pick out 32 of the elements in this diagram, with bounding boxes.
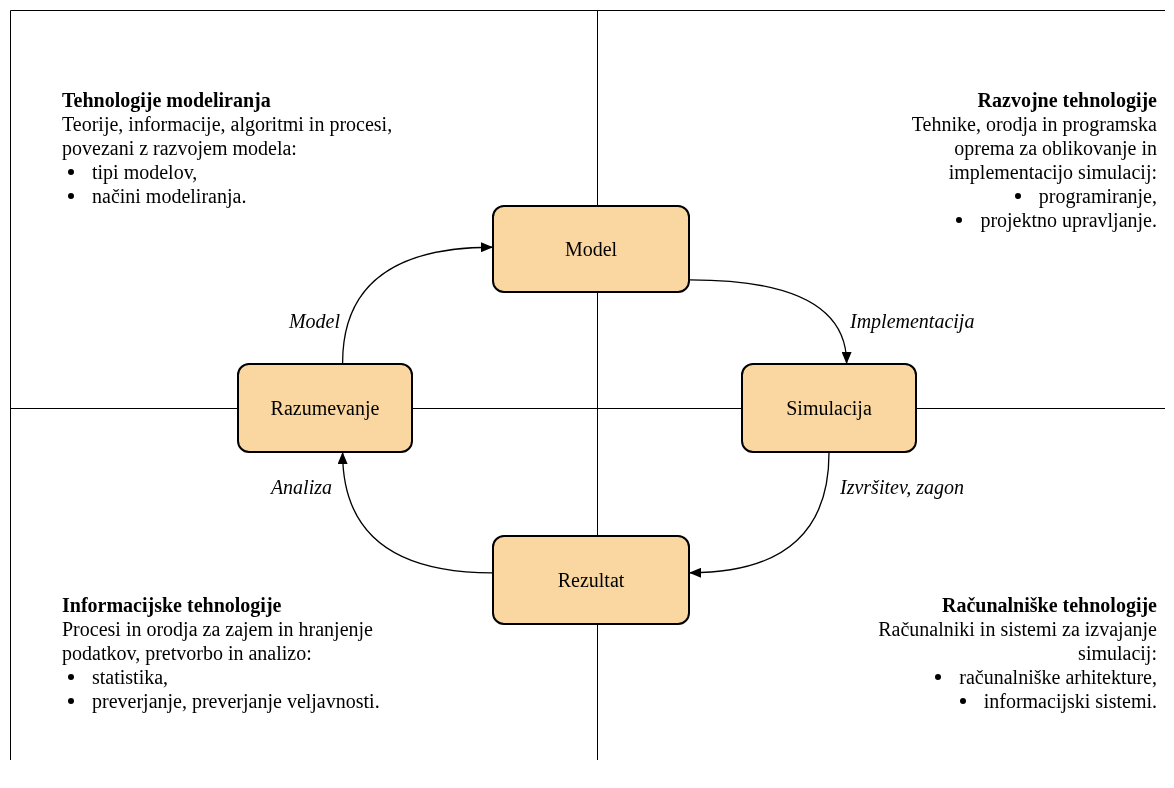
arrow bbox=[341, 242, 493, 364]
arrow bbox=[689, 279, 851, 364]
bullet-item: načini modeliranja. bbox=[92, 184, 247, 208]
process-box bbox=[237, 363, 413, 453]
section-heading: Informacijske tehnologije bbox=[62, 593, 283, 617]
description-text: Procesi in orodja za zajem in hranjenje podatkov, pretvorbo in analizo: bbox=[62, 617, 374, 665]
node-label: Rezultat bbox=[557, 568, 625, 592]
process-box bbox=[492, 205, 690, 293]
bullet-item: tipi modelov, bbox=[92, 160, 198, 184]
arrow bbox=[338, 452, 493, 574]
bullet-item: preverjanje, preverjanje veljavnosti. bbox=[92, 689, 380, 713]
description-text: Teorije, informacije, algoritmi in procesi, povezani z razvojem modela: bbox=[62, 112, 394, 160]
description-text: Računalniki in sistemi za izvajanje simulacij: bbox=[877, 617, 1157, 665]
arrow bbox=[689, 452, 830, 578]
bullet-item: projektno upravljanje. bbox=[980, 208, 1157, 232]
edge-label: Izvršitev, zagon bbox=[840, 476, 965, 499]
bullet-item: informacijski sistemi. bbox=[983, 689, 1157, 713]
node-label: Model bbox=[564, 237, 618, 261]
edge-label: Analiza bbox=[270, 476, 332, 499]
edge-label: Implementacija bbox=[850, 310, 975, 333]
process-box bbox=[741, 363, 917, 453]
section-heading: Tehnologije modeliranja bbox=[62, 88, 272, 112]
section-heading: Razvojne tehnologije bbox=[976, 88, 1157, 112]
node-label: Razumevanje bbox=[270, 396, 380, 420]
description-text: Tehnike, orodja in programska oprema za oblikovanje in implementacijo simulacij: bbox=[910, 112, 1157, 184]
node-label: Simulacija bbox=[786, 396, 872, 420]
edge-label: Model bbox=[288, 310, 340, 333]
bullet-item: programiranje, bbox=[1038, 184, 1157, 208]
bullet-item: računalniške arhitekture, bbox=[959, 665, 1157, 689]
bullet-item: statistika, bbox=[92, 665, 169, 689]
process-box bbox=[492, 535, 690, 625]
section-heading: Računalniške tehnologije bbox=[940, 593, 1157, 617]
